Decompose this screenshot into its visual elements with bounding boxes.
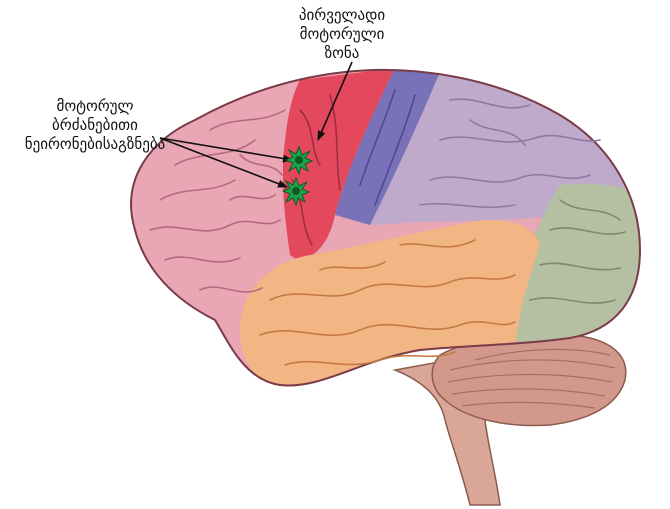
label-primary-motor-zone: პირველადი მოტორული ზონა [262, 6, 422, 63]
label-motor-command-neurons: მოტორულ ბრძანებითი ნეირონებისაგზნება [0, 97, 190, 154]
label-line: ნეირონებისაგზნება [0, 135, 190, 154]
label-line: პირველადი [262, 6, 422, 25]
label-line: ბრძანებითი [0, 116, 190, 135]
label-line: მოტორულ [0, 97, 190, 116]
label-line: მოტორული [262, 25, 422, 44]
label-line: ზონა [262, 44, 422, 63]
